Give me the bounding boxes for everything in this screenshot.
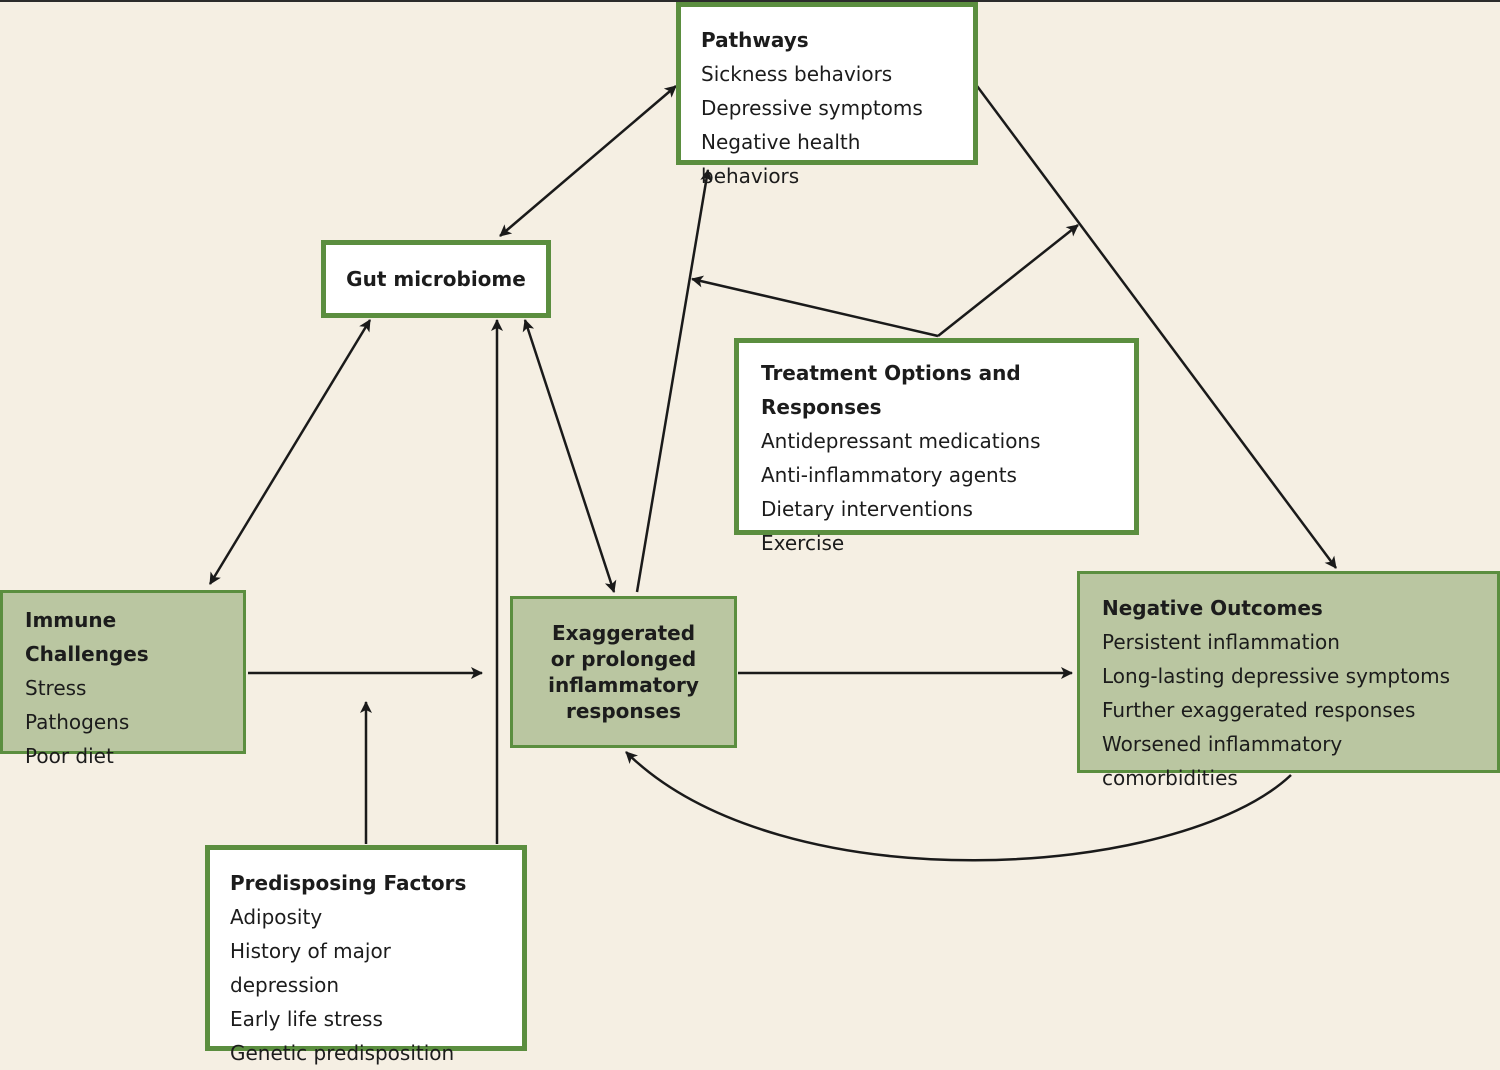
treatment-item: Exercise [761,531,845,555]
negative-outcomes-item: Long-lasting depressive symptoms [1102,664,1451,688]
gut-microbiome-box: Gut microbiome [321,240,551,318]
top-rule [0,0,1500,2]
predisposing-factors-item: History of major depression [230,939,391,997]
pathways-item: Negative health behaviors [701,130,861,188]
predisposing-factors-item: Early life stress [230,1007,383,1031]
predisposing-factors-box: Predisposing Factors Adiposity History o… [205,845,527,1065]
arrow-treatment-to-pathway-link [691,275,939,338]
predisposing-factors-item: Genetic predisposition [230,1041,455,1065]
treatment-title: Treatment Options and Responses [761,361,1021,419]
negative-outcomes-box: Negative Outcomes Persistent inflammatio… [1077,571,1500,790]
arrow-gut-inflammatory [522,319,617,593]
pathways-title: Pathways [701,28,809,52]
immune-challenges-box: Immune Challenges Stress Pathogens Poor … [0,590,246,768]
negative-outcomes-item: Persistent inflammation [1102,630,1340,654]
pathways-item: Sickness behaviors [701,62,893,86]
arrow-inflammatory-pathways [635,169,713,593]
negative-outcomes-item: Further exaggerated responses [1102,698,1416,722]
immune-challenges-item: Poor diet [25,744,114,768]
pathways-box: Pathways Sickness behaviors Depressive s… [676,2,978,188]
immune-challenges-title: Immune Challenges [25,608,149,666]
immune-challenges-item: Stress [25,676,87,700]
predisposing-factors-title: Predisposing Factors [230,871,467,895]
negative-outcomes-item: Worsened inflammatory comorbidities [1102,732,1343,790]
gut-microbiome-title: Gut microbiome [346,267,526,291]
treatment-item: Dietary interventions [761,497,973,521]
treatment-item: Anti-inflammatory agents [761,463,1017,487]
arrow-treatment-to-outcome-link [937,224,1079,337]
immune-challenges-item: Pathogens [25,710,130,734]
negative-outcomes-title: Negative Outcomes [1102,596,1323,620]
inflammatory-responses-box: Exaggerated or prolonged inflammatory re… [510,596,737,748]
inflammatory-responses-title: Exaggerated or prolonged inflammatory re… [548,621,699,723]
arrow-pathways-outcomes [975,85,1338,569]
pathways-item: Depressive symptoms [701,96,923,120]
arrow-gut-pathways [499,85,677,237]
treatment-item: Antidepressant medications [761,429,1041,453]
treatment-box: Treatment Options and Responses Antidepr… [734,338,1139,555]
predisposing-factors-item: Adiposity [230,905,323,929]
arrow-gut-immune [208,319,372,585]
arrow-outcomes-inflammatory-feedback [625,751,1292,862]
